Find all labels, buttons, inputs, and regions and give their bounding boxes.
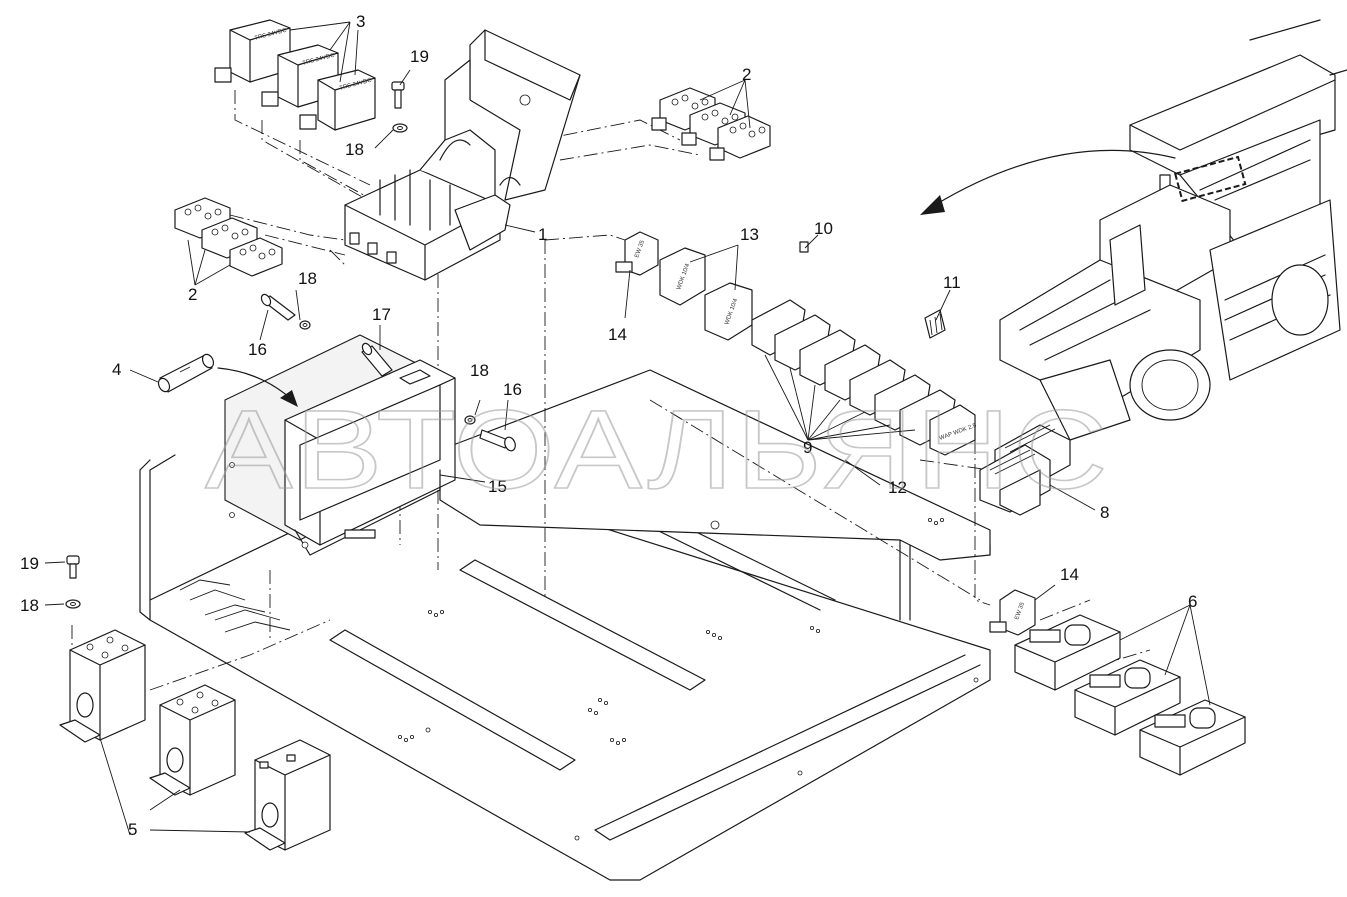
callout-18-top: 18 bbox=[345, 140, 364, 159]
terminal-connectors-left bbox=[174, 197, 283, 277]
callout-15: 15 bbox=[488, 477, 507, 496]
din-rail-terminals: EW 35 WDK 10/4 WDK 10/4 WAP WDK 2.5 bbox=[615, 231, 978, 456]
pin bbox=[361, 342, 393, 377]
relays: TRS 24VDC TRS 24VDC TRS 24VDC bbox=[214, 19, 376, 131]
callout-numbers: 1 2 2 3 4 5 6 8 9 10 11 12 13 14 14 15 1… bbox=[20, 12, 1197, 839]
screw-and-washer-right bbox=[464, 415, 516, 452]
callout-3: 3 bbox=[356, 12, 365, 31]
callout-4: 4 bbox=[112, 360, 121, 379]
callout-16-left: 16 bbox=[248, 340, 267, 359]
bolt-and-washer-top bbox=[391, 81, 408, 133]
location-arrow bbox=[920, 149, 1176, 215]
callout-14-top: 14 bbox=[608, 325, 627, 344]
callout-19-top: 19 bbox=[410, 47, 429, 66]
callout-10: 10 bbox=[814, 219, 833, 238]
callout-19-left: 19 bbox=[20, 554, 39, 573]
mounting-plate bbox=[139, 369, 991, 881]
watermark: АВТОАЛЬЯНС bbox=[205, 387, 1110, 512]
plug-connector bbox=[979, 424, 1071, 516]
fuse-cartridge bbox=[157, 353, 215, 393]
callout-18-right: 18 bbox=[470, 361, 489, 380]
bolt-and-washer-left bbox=[65, 555, 81, 609]
callout-17: 17 bbox=[372, 305, 391, 324]
leader-lines bbox=[44, 21, 1211, 836]
paver-vehicle bbox=[999, 19, 1347, 441]
circuit-board-assembly bbox=[224, 334, 456, 556]
callout-2-top: 2 bbox=[742, 65, 751, 84]
timer-modules bbox=[1014, 614, 1246, 776]
callout-18-left: 18 bbox=[20, 596, 39, 615]
callout-1: 1 bbox=[538, 225, 547, 244]
terminal-connectors-right bbox=[651, 87, 771, 161]
callout-9: 9 bbox=[803, 438, 812, 457]
callout-16-right: 16 bbox=[503, 380, 522, 399]
callout-8: 8 bbox=[1100, 503, 1109, 522]
insert-arrow bbox=[217, 367, 298, 407]
end-bracket-lower: EW 35 bbox=[989, 589, 1036, 636]
callout-18-screw: 18 bbox=[298, 269, 317, 288]
screw-and-washer-left bbox=[260, 293, 311, 330]
callout-14-bottom: 14 bbox=[1060, 565, 1079, 584]
callout-13: 13 bbox=[740, 225, 759, 244]
callout-6: 6 bbox=[1188, 592, 1197, 611]
callout-5: 5 bbox=[128, 820, 137, 839]
current-sensors bbox=[59, 629, 331, 851]
terminal-strip: WAP WDK 2.5 bbox=[751, 299, 978, 456]
assembly-center-lines bbox=[71, 90, 1151, 691]
fuse-holder-block bbox=[344, 29, 581, 281]
callout-11: 11 bbox=[943, 273, 961, 292]
callout-2-left: 2 bbox=[188, 285, 197, 304]
callout-12: 12 bbox=[888, 478, 907, 497]
